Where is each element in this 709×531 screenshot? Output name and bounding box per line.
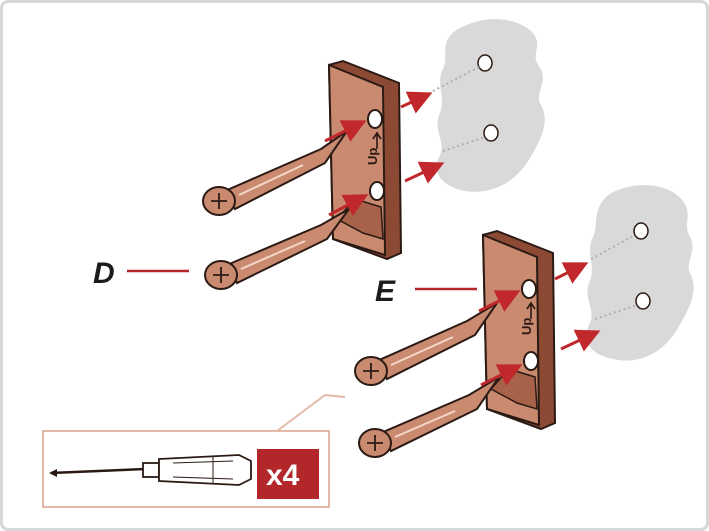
- arrow-icon: [400, 91, 601, 352]
- wall-anchor-icon: [436, 19, 545, 192]
- screw-icon: [354, 302, 498, 386]
- bracket-label: E: [375, 275, 396, 308]
- screwdriver-icon: [49, 454, 252, 486]
- quantity-badge: [257, 449, 319, 499]
- screw-icon: [358, 376, 500, 458]
- bracket-icon: Up: [327, 59, 403, 261]
- arrow-icon: [324, 120, 523, 387]
- tool-box-connector: [276, 394, 346, 432]
- bracket-up-label: Up: [365, 148, 380, 165]
- quantity-badge-text: x4: [266, 459, 300, 492]
- bracket-icon: Up: [481, 229, 557, 431]
- bracket-up-label: Up: [519, 318, 534, 335]
- wall-anchor-icon: [586, 185, 694, 361]
- screw-icon: [204, 208, 350, 290]
- assembly-diagram: Up Up: [42, 19, 694, 508]
- screw-label: D: [93, 257, 115, 290]
- screw-icon: [202, 130, 348, 216]
